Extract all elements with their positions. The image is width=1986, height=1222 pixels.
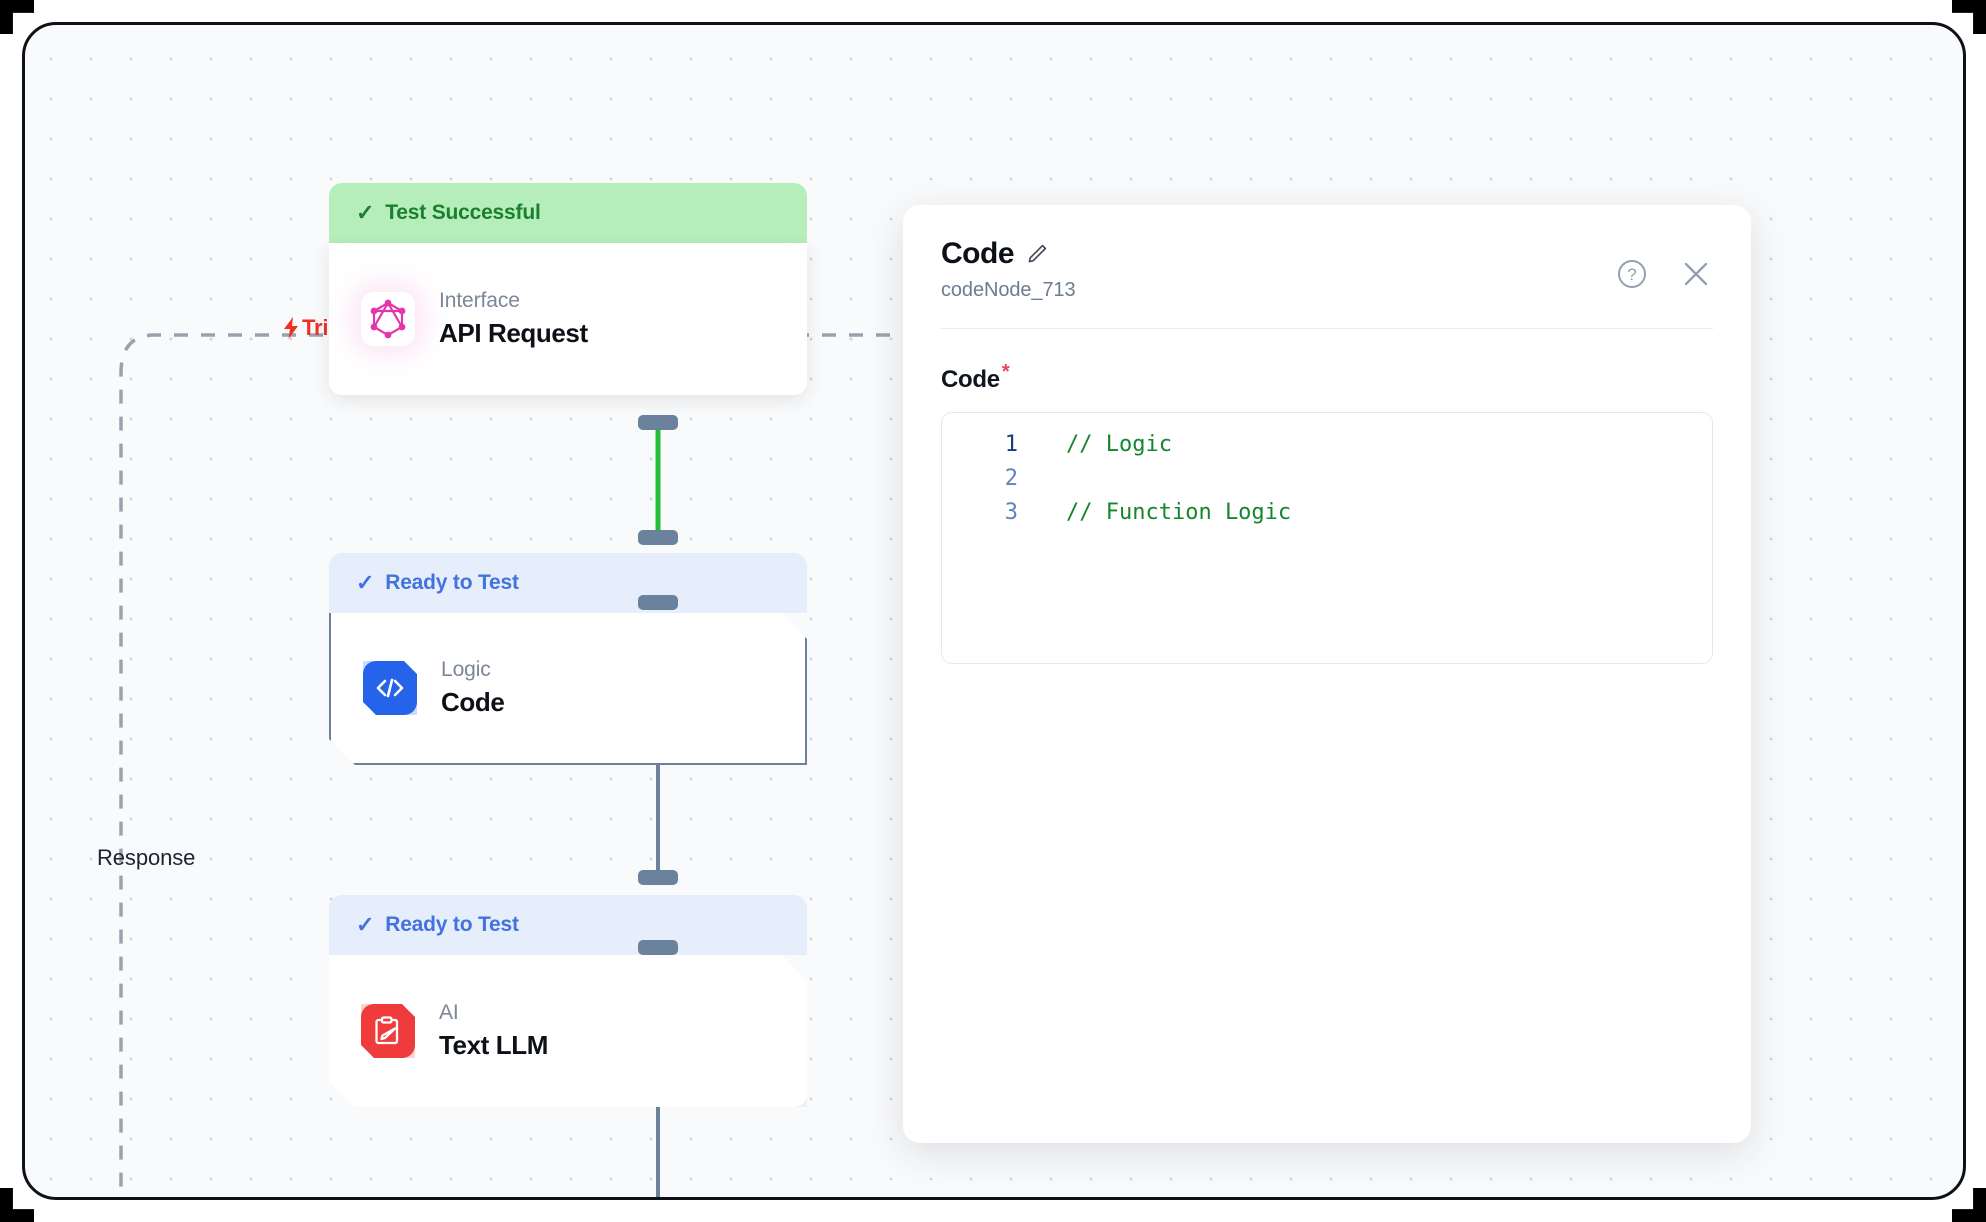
code-editor-line[interactable]: 1 // Logic — [942, 432, 1712, 466]
node-kind-label: Interface — [439, 289, 520, 312]
clipboard-pencil-icon — [361, 1004, 415, 1058]
panel-subtitle: codeNode_713 — [941, 279, 1076, 301]
workflow-node-code[interactable]: ✓ Ready to Test Logic Code — [329, 553, 807, 765]
node-title-label: API Request — [439, 318, 588, 348]
svg-text:?: ? — [1627, 265, 1636, 284]
code-line-number: 3 — [1004, 500, 1018, 525]
required-marker: * — [1001, 361, 1010, 383]
code-line-text: // Function Logic — [1066, 500, 1292, 525]
check-icon: ✓ — [356, 200, 375, 225]
node-kind-label: Logic — [441, 658, 491, 681]
code-brackets-icon — [363, 661, 417, 715]
close-icon[interactable] — [1679, 257, 1713, 291]
node-card-text-llm[interactable]: AI Text LLM — [329, 955, 807, 1107]
node-handle-text-llm-in[interactable] — [638, 870, 678, 885]
help-circle-icon[interactable]: ? — [1615, 257, 1649, 291]
workflow-canvas[interactable]: Trigger Response ✓ Test Successful — [22, 22, 1966, 1200]
panel-divider — [941, 328, 1713, 329]
node-title-label: Code — [441, 687, 505, 717]
code-editor[interactable]: 1 // Logic 2 3 // Function Logic — [941, 412, 1713, 664]
node-text-code: Logic Code — [441, 658, 504, 718]
check-icon: ✓ — [356, 912, 375, 937]
code-line-text: // Logic — [1066, 432, 1172, 457]
node-text-text-llm: AI Text LLM — [439, 1001, 548, 1061]
node-handle-api-request-out[interactable] — [638, 415, 678, 430]
code-editor-line[interactable]: 3 // Function Logic — [942, 500, 1712, 534]
code-field-label-text: Code — [941, 366, 1000, 393]
code-line-number: 2 — [1004, 466, 1018, 491]
node-handle-text-llm-out[interactable] — [638, 940, 678, 955]
code-line-number: 1 — [1004, 432, 1018, 457]
panel-header: Code codeNode_713 ? — [941, 237, 1713, 302]
panel-title: Code — [941, 237, 1015, 270]
panel-title-row: Code — [941, 237, 1713, 271]
node-status-badge-code: ✓ Ready to Test — [329, 553, 807, 613]
node-status-text: Ready to Test — [385, 913, 519, 936]
response-label: Response — [97, 845, 196, 870]
node-handle-code-out[interactable] — [638, 595, 678, 610]
code-field-label: Code* — [941, 361, 1713, 394]
node-text-api-request: Interface API Request — [439, 289, 588, 349]
code-editor-line[interactable]: 2 — [942, 466, 1712, 500]
workflow-node-api-request[interactable]: ✓ Test Successful — [329, 183, 807, 395]
panel-actions: ? — [1615, 257, 1713, 291]
pencil-icon[interactable] — [1026, 243, 1048, 265]
check-icon: ✓ — [356, 570, 375, 595]
node-status-text: Ready to Test — [385, 571, 519, 594]
node-card-code[interactable]: Logic Code — [329, 613, 807, 765]
lightning-bolt-icon — [284, 317, 298, 339]
node-card-api-request[interactable]: Interface API Request — [329, 243, 807, 395]
node-title-label: Text LLM — [439, 1030, 548, 1060]
node-handle-code-in[interactable] — [638, 530, 678, 545]
node-status-badge-api-request: ✓ Test Successful — [329, 183, 807, 243]
node-status-badge-text-llm: ✓ Ready to Test — [329, 895, 807, 955]
node-status-text: Test Successful — [385, 201, 541, 224]
node-kind-label: AI — [439, 1001, 459, 1024]
node-config-panel[interactable]: Code codeNode_713 ? — [903, 205, 1751, 1143]
graphql-icon — [361, 292, 415, 346]
workflow-node-text-llm[interactable]: ✓ Ready to Test AI Text LLM — [329, 895, 807, 1107]
